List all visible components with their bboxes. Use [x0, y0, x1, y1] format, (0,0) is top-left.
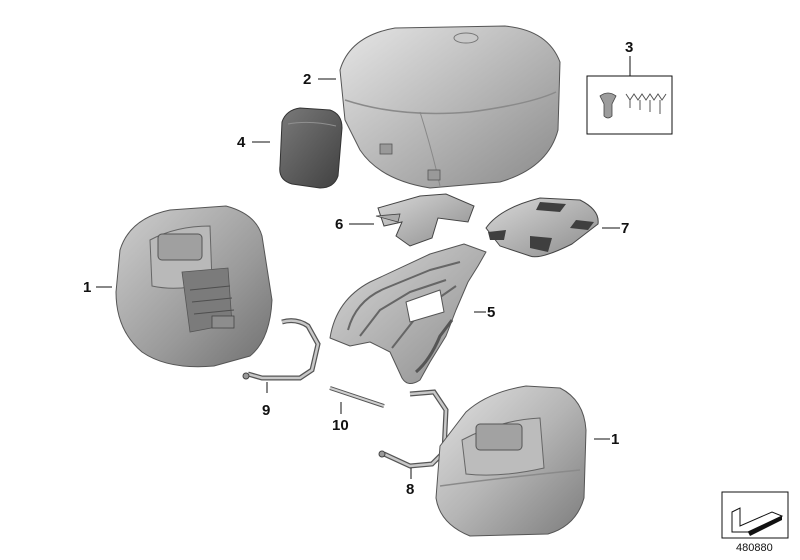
- callout-4: 4: [237, 134, 246, 151]
- reference-number: 480880: [736, 542, 773, 554]
- carrier-plate: [375, 193, 475, 247]
- callout-6: 6: [335, 216, 344, 233]
- backrest-pad: [279, 107, 343, 189]
- callout-8: 8: [406, 481, 415, 498]
- left-holder-bracket: [242, 318, 321, 381]
- right-pannier-case: [435, 385, 587, 537]
- support-rod: [329, 386, 385, 408]
- right-holder-bracket: [378, 389, 449, 469]
- callout-9: 9: [262, 402, 271, 419]
- left-pannier-case: [115, 205, 273, 368]
- top-case: [339, 25, 561, 189]
- callout-1-left: 1: [83, 279, 92, 296]
- leader-lines: [96, 56, 631, 479]
- luggage-rack: [329, 243, 487, 384]
- callout-10: 10: [332, 417, 349, 434]
- callout-3: 3: [625, 39, 634, 56]
- adapter-plate: [485, 197, 599, 258]
- reference-frame-icon: [721, 491, 789, 539]
- callout-2: 2: [303, 71, 312, 88]
- callout-7: 7: [621, 220, 630, 237]
- callout-1-right: 1: [611, 431, 620, 448]
- callout-5: 5: [487, 304, 496, 321]
- hardware-kit: [586, 75, 673, 135]
